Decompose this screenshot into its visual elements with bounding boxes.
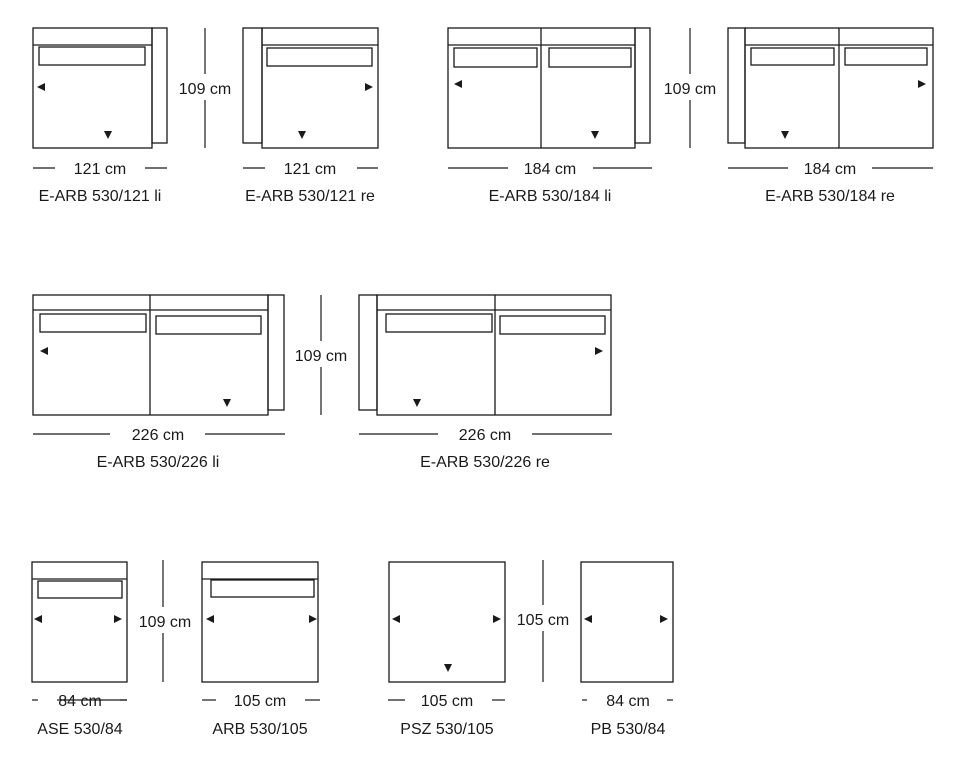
width-label: 121 cm: [284, 161, 336, 178]
width-label: 184 cm: [524, 161, 576, 178]
module-name: PB 530/84: [591, 721, 666, 738]
arrow-left-icon: [454, 80, 462, 88]
arrow-down-icon: [591, 131, 599, 139]
module-name: E-ARB 530/121 li: [39, 188, 162, 205]
cushion-outline: [155, 315, 262, 335]
module-name: E-ARB 530/184 re: [765, 188, 895, 205]
depth-label: 109 cm: [139, 614, 191, 631]
arrow-left-icon: [37, 83, 45, 91]
depth-label: 105 cm: [517, 612, 569, 629]
depth-label: 109 cm: [295, 348, 347, 365]
arrow-right-icon: [493, 615, 501, 623]
width-label: 84 cm: [606, 693, 650, 710]
cushion-outline: [548, 47, 632, 68]
arrow-right-icon: [114, 615, 122, 623]
width-label: 84 cm: [58, 693, 102, 710]
arrow-down-icon: [781, 131, 789, 139]
width-label: 121 cm: [74, 161, 126, 178]
arrow-right-icon: [365, 83, 373, 91]
cushion-outline: [38, 46, 146, 66]
seat-outline: [388, 561, 506, 683]
arrow-down-icon: [223, 399, 231, 407]
arrow-down-icon: [444, 664, 452, 672]
width-label: 226 cm: [459, 427, 511, 444]
cushion-outline: [37, 580, 123, 599]
arrow-left-icon: [392, 615, 400, 623]
arrow-down-icon: [298, 131, 306, 139]
depth-label: 109 cm: [664, 81, 716, 98]
cushion-outline: [499, 315, 606, 335]
cushion-outline: [750, 47, 835, 66]
seat-outline: [201, 561, 319, 683]
cushion-outline: [266, 47, 373, 67]
arrow-right-icon: [918, 80, 926, 88]
module-name: ASE 530/84: [37, 721, 123, 738]
width-label: 105 cm: [421, 693, 473, 710]
width-label: 105 cm: [234, 693, 286, 710]
cushion-outline: [844, 47, 928, 66]
arrow-left-icon: [40, 347, 48, 355]
cushion-outline: [453, 47, 538, 68]
armrest-outline: [242, 27, 263, 144]
module-name: E-ARB 530/184 li: [489, 188, 612, 205]
seat-outline: [580, 561, 674, 683]
module-name: E-ARB 530/226 re: [420, 454, 550, 471]
armrest-outline: [634, 27, 651, 144]
arrow-right-icon: [595, 347, 603, 355]
cushion-outline: [39, 313, 147, 333]
width-label: 226 cm: [132, 427, 184, 444]
arrow-left-icon: [34, 615, 42, 623]
arrow-down-icon: [413, 399, 421, 407]
seat-outline: [376, 294, 612, 416]
seat-outline: [31, 561, 128, 683]
module-name: E-ARB 530/226 li: [97, 454, 220, 471]
arrow-left-icon: [206, 615, 214, 623]
cushion-outline: [210, 579, 315, 598]
module-name: ARB 530/105: [212, 721, 307, 738]
dimension-labels: 109 cm 109 cm 109 cm 109 cm 105 cm 121 c…: [37, 81, 895, 738]
arrow-right-icon: [309, 615, 317, 623]
arrow-left-icon: [584, 615, 592, 623]
armrest-outline: [151, 27, 168, 144]
cushion-outline: [385, 313, 493, 333]
module-name: E-ARB 530/121 re: [245, 188, 375, 205]
armrest-outline: [727, 27, 746, 144]
module-name: PSZ 530/105: [400, 721, 494, 738]
armrest-outline: [267, 294, 285, 411]
arrow-right-icon: [660, 615, 668, 623]
seat-outline: [261, 27, 379, 149]
width-label: 184 cm: [804, 161, 856, 178]
depth-label: 109 cm: [179, 81, 231, 98]
arrow-down-icon: [104, 131, 112, 139]
armrest-outline: [358, 294, 378, 411]
seat-outline: [32, 27, 153, 149]
